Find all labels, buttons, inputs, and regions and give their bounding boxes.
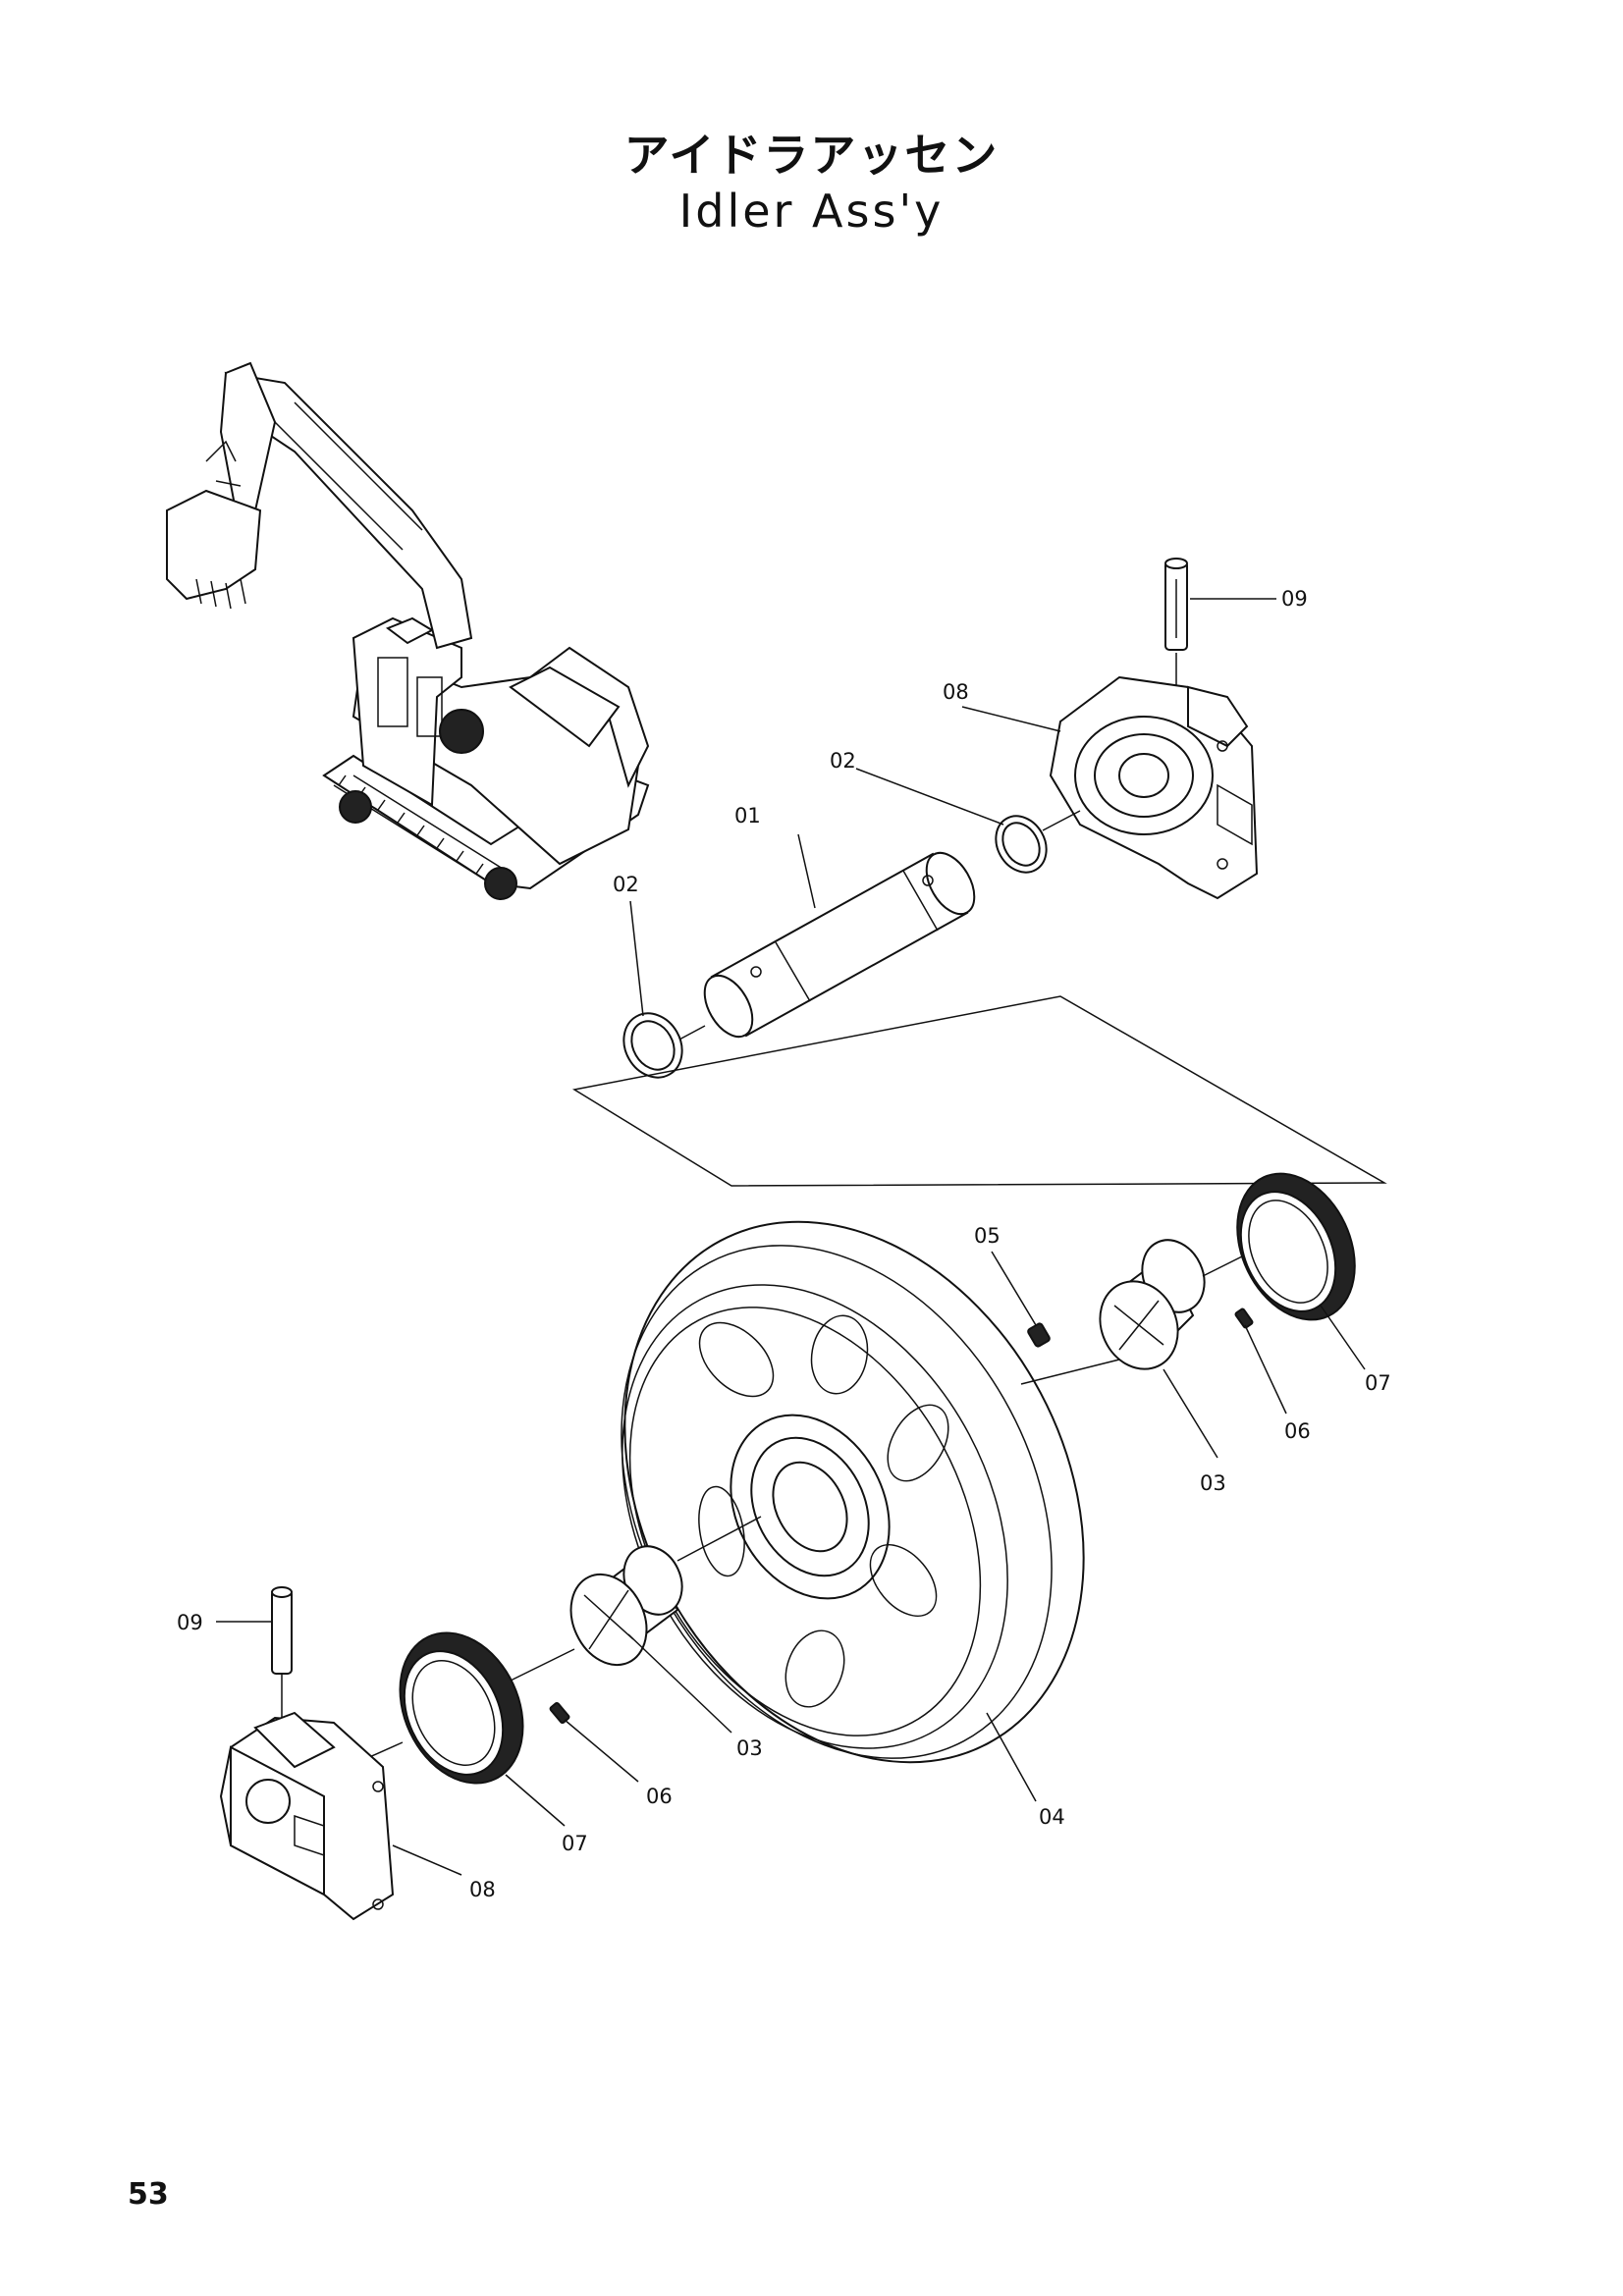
page-number: 53 (128, 2177, 169, 2212)
callout-04: 04 (1039, 1805, 1065, 1829)
lower-assembly (216, 1172, 1356, 1921)
seal-right (1236, 1172, 1356, 1321)
leader-lines (392, 706, 1366, 1876)
pin-left (271, 1586, 293, 1675)
shaft (703, 851, 976, 1039)
bushing-right (1099, 1239, 1206, 1370)
bushing-left (569, 1545, 683, 1667)
support-right (1049, 675, 1259, 900)
callout-03: 03 (736, 1736, 763, 1760)
callout-07: 07 (562, 1832, 588, 1855)
pin-right (1164, 558, 1188, 651)
callout-02: 02 (830, 749, 856, 773)
seal-left (399, 1631, 524, 1785)
page-title-english: Idler Ass'y (678, 185, 945, 238)
callout-09: 09 (1281, 587, 1308, 611)
callout-06: 06 (1284, 1419, 1311, 1443)
support-left (219, 1711, 395, 1921)
callout-02: 02 (613, 873, 639, 896)
callout-06: 06 (646, 1785, 673, 1808)
callout-03: 03 (1200, 1471, 1226, 1495)
callout-01: 01 (734, 804, 761, 828)
page-title-japanese: アイドラアッセン (623, 129, 1000, 182)
callout-05: 05 (974, 1224, 1001, 1248)
excavator-illustration (166, 361, 650, 900)
callout-labels: 01 02 02 08 09 05 03 06 07 04 03 06 07 0… (177, 587, 1391, 1901)
callout-08: 08 (943, 680, 969, 704)
callout-07: 07 (1365, 1371, 1391, 1395)
idler-wheel (621, 1220, 1085, 1764)
callout-08: 08 (469, 1878, 496, 1901)
upper-assembly (571, 558, 1387, 1187)
callout-09: 09 (177, 1611, 203, 1634)
